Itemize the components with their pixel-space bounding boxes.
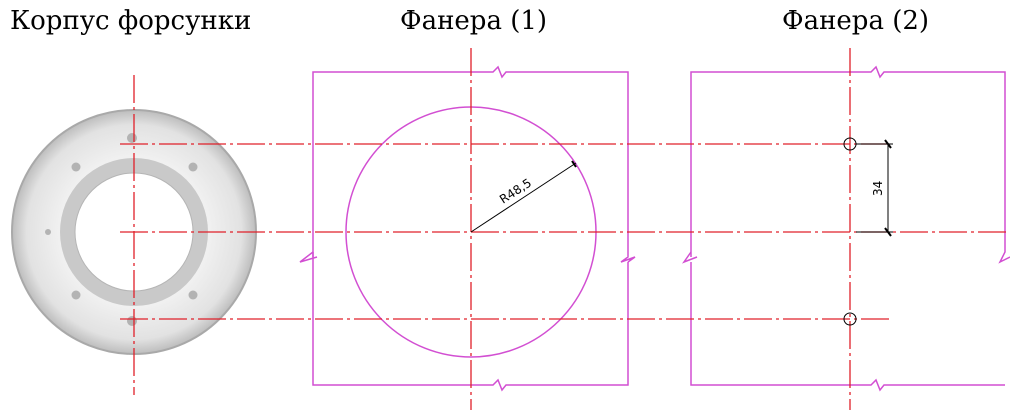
radius-dimension: R48,5 <box>470 160 577 233</box>
radius-label: R48,5 <box>497 176 534 207</box>
centerlines <box>120 48 1008 410</box>
plywood-2-outline <box>681 65 1010 392</box>
plywood-1-outline <box>299 65 636 392</box>
nozzle-body-title: Корпус форсунки <box>10 6 252 36</box>
hole-spacing-dimension <box>856 139 893 237</box>
plywood-2-title: Фанера (2) <box>782 6 930 36</box>
mounting-hole-bottom <box>843 312 857 326</box>
hole-spacing-label: 34 <box>871 181 885 196</box>
plywood-1-title: Фанера (1) <box>400 6 548 36</box>
